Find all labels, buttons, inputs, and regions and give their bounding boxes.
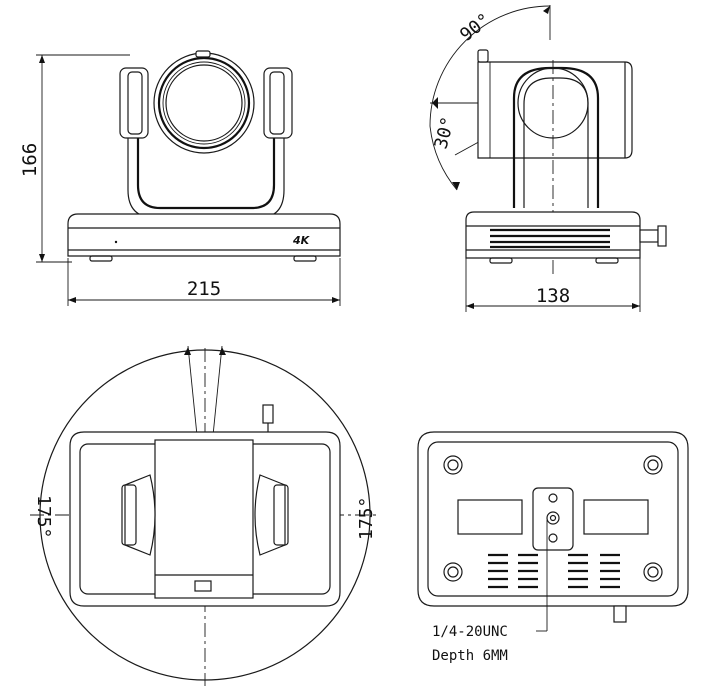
side-width-dimension-value: 138 (536, 285, 570, 307)
side-view: 90° 30° 138 (429, 5, 667, 312)
tilt-arc (429, 5, 551, 127)
front-lens-outer (153, 52, 255, 154)
bottom-right-plate (583, 499, 649, 535)
bottom-feet (443, 455, 663, 582)
side-vent (490, 228, 610, 249)
bottom-view: 1/4-20UNC Depth 6MM (417, 431, 689, 664)
front-width-dimension-value: 215 (187, 278, 221, 300)
top-head (154, 439, 254, 599)
front-yoke (136, 70, 276, 210)
tilt-down-angle: 30° (431, 114, 460, 151)
front-base (67, 213, 341, 257)
thread-spec: 1/4-20UNC (432, 624, 508, 640)
side-head (477, 61, 633, 159)
tripod-mount (532, 487, 574, 551)
height-dimension-value: 166 (19, 143, 41, 177)
bottom-left-plate (457, 499, 523, 535)
pan-left-angle: 175° (33, 495, 54, 538)
top-right-knob (254, 474, 286, 556)
front-4k-badge: 4K (292, 234, 311, 247)
top-antenna (262, 404, 274, 424)
bottom-connector (613, 605, 627, 623)
front-lens-inner (165, 64, 243, 142)
pan-right-angle: 175° (356, 497, 377, 540)
bottom-vents (488, 553, 620, 589)
front-right-knob (263, 67, 293, 139)
thread-depth: Depth 6MM (432, 648, 508, 664)
side-connector (639, 229, 659, 243)
front-left-knob (119, 67, 149, 139)
front-view: 4K 166 215 (19, 50, 341, 306)
tilt-up-angle: 90° (456, 9, 495, 46)
top-left-knob (124, 474, 156, 556)
top-connector (194, 580, 212, 592)
top-view: 175° 175° (30, 345, 380, 686)
